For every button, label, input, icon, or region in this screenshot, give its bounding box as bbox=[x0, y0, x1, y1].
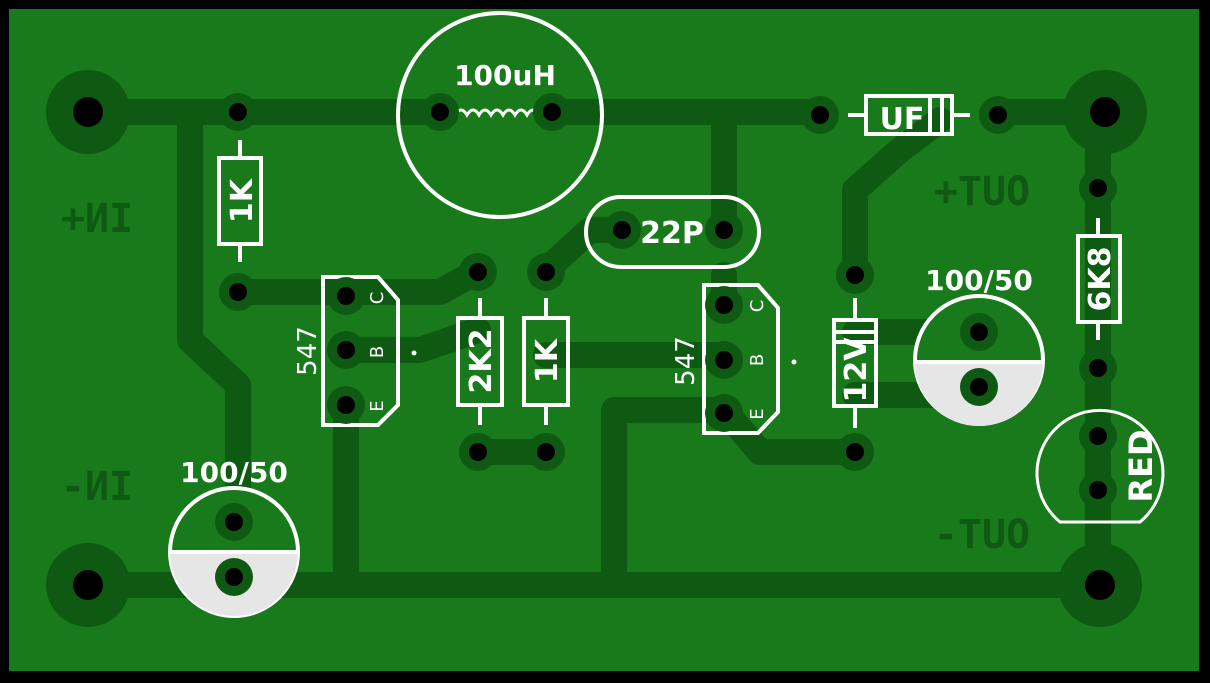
t1-pin-c: C bbox=[367, 292, 388, 305]
r3-label: 1K bbox=[530, 337, 565, 383]
component-pads bbox=[215, 93, 1117, 596]
transistor2-label: 547 bbox=[671, 336, 701, 386]
zener-12v: 12V bbox=[832, 298, 878, 428]
copper-traces bbox=[75, 99, 1113, 598]
zener-label: 12V bbox=[839, 337, 874, 403]
in-minus-text: IN- bbox=[61, 464, 133, 510]
resistor-r2: 2K2 bbox=[456, 298, 504, 425]
diode-label: UF bbox=[880, 102, 925, 137]
t1-pin-b: B bbox=[367, 346, 388, 358]
in-plus-text: IN+ bbox=[61, 196, 133, 242]
terminal-pads bbox=[46, 70, 1147, 627]
transistor-1: 547 C B E bbox=[293, 275, 417, 427]
out-plus-text: OUT+ bbox=[934, 169, 1030, 215]
t2-pin-b: B bbox=[747, 354, 768, 366]
resistor-r1: 1K bbox=[217, 140, 263, 262]
copper-text: IN+ IN- OUT+ OUT- bbox=[61, 169, 1030, 558]
r4-label: 6K8 bbox=[1083, 247, 1118, 312]
cap-out-label: 100/50 bbox=[925, 264, 1033, 297]
resistor-r4: 6K8 bbox=[1076, 218, 1122, 340]
transistor-2: 547 C B E bbox=[671, 283, 797, 435]
resistor-r3: 1K bbox=[522, 298, 570, 425]
cap-22p-label: 22P bbox=[640, 216, 704, 251]
led-red: RED bbox=[1035, 408, 1165, 524]
cap-in-label: 100/50 bbox=[180, 456, 288, 489]
t2-pin-c: C bbox=[747, 300, 768, 313]
r2-label: 2K2 bbox=[464, 329, 499, 394]
capacitor-22p: 22P bbox=[584, 195, 761, 269]
transistor1-label: 547 bbox=[293, 326, 323, 376]
out-minus-text: OUT- bbox=[934, 512, 1030, 558]
diode-uf: UF bbox=[848, 94, 970, 137]
inductor-100uh: 100uH bbox=[396, 11, 604, 219]
t2-pin-e: E bbox=[747, 408, 768, 419]
t1-pin-e: E bbox=[367, 400, 388, 411]
r1-label: 1K bbox=[225, 177, 260, 223]
led-label: RED bbox=[1122, 429, 1160, 502]
inductor-label: 100uH bbox=[454, 59, 556, 92]
